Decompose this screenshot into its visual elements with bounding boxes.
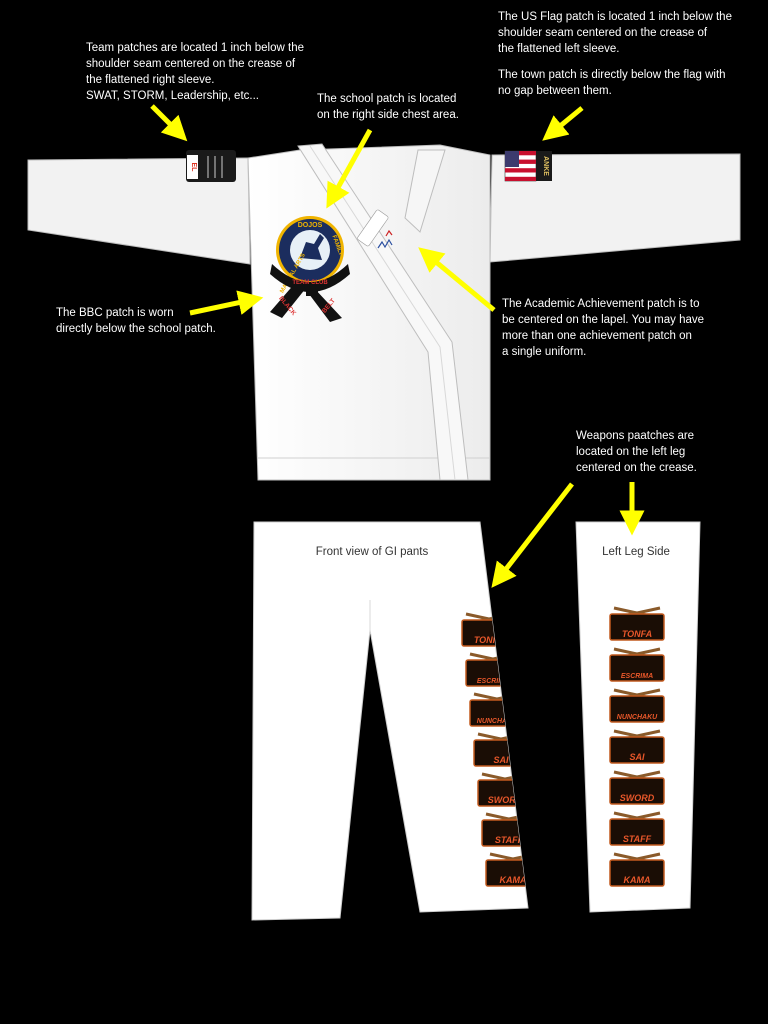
- weapon-patch-nunchaku: NUNCHAKU: [609, 688, 665, 723]
- weapon-patch-label: NUNCHAKU: [617, 714, 658, 721]
- team-patch: EL: [186, 150, 236, 182]
- weapons-note: Weapons paatches are located on the left…: [576, 430, 697, 474]
- weapon-patch-kama: KAMA: [609, 852, 665, 887]
- flag-arrow: [542, 106, 584, 141]
- town-patch-tag: ANKE: [542, 156, 549, 176]
- weapon-patch-label: TONFA: [474, 635, 504, 645]
- bbc-arrow: [189, 290, 264, 316]
- academic-achievement-patch: [357, 209, 393, 249]
- school-patch: DOJOS FAMILY MARTIAL ARTS: [276, 216, 344, 294]
- weapon-patch-label: STAFF: [495, 835, 524, 845]
- gi-jacket: EL ANKE DOJOS: [27, 143, 741, 481]
- team-arrow: [150, 104, 188, 142]
- town-patch: ANKE: [536, 151, 552, 181]
- academic-arrow: [418, 247, 496, 312]
- bbc-patch: TEAM CLUB BLACK BELT: [270, 264, 350, 322]
- weapon-patch-label: NUNCHAKU: [477, 718, 518, 725]
- flag-note: The US Flag patch is located 1 inch belo…: [498, 11, 732, 97]
- pants-front-label: Front view of GI pants: [316, 546, 429, 558]
- left-leg-label: Left Leg Side: [602, 546, 670, 558]
- weapon-patch-label: STAFF: [623, 834, 652, 844]
- callout-arrows: [150, 104, 645, 588]
- weapon-patch-tonfa: TONFA: [609, 606, 665, 641]
- team-note: Team patches are located 1 inch below th…: [86, 42, 304, 102]
- weapon-patch-sai: SAI: [609, 729, 665, 764]
- weapon-patch-label: KAMA: [500, 875, 527, 885]
- bbc-patch-band: TEAM CLUB: [292, 280, 328, 286]
- school-patch-top: DOJOS: [298, 222, 323, 229]
- weapon-patch-label: TONFA: [622, 629, 652, 639]
- school-arrow: [326, 128, 373, 209]
- weapon-patch-label: SWORD: [488, 795, 523, 805]
- team-patch-tag: EL: [190, 163, 197, 173]
- weapon-patch-label: SWORD: [620, 793, 655, 803]
- side-weapons-patches: TONFA ESCRIMA NUNCHAKU SAI SWORD STAFF KAMA: [609, 606, 665, 887]
- gi-pants-left-leg: Left Leg Side TONFA ESCRIMA NUNCHAKU SAI SWO…: [575, 521, 701, 913]
- weapon-patch-label: ESCRIMA: [621, 673, 653, 680]
- flag-patch: [504, 150, 537, 182]
- academic-note: The Academic Achievement patch is to be …: [502, 298, 705, 358]
- weapons-front-arrow: [491, 482, 574, 588]
- weapon-patch-label: SAI: [493, 755, 509, 765]
- weapon-patch-staff: STAFF: [609, 811, 665, 846]
- weapon-patch-sword: SWORD: [609, 770, 665, 805]
- jacket-lapel-back: [404, 149, 446, 233]
- bbc-note: The BBC patch is worn directly below the…: [56, 307, 216, 335]
- weapon-patch-label: KAMA: [624, 875, 651, 885]
- weapon-patch-label: SAI: [629, 752, 645, 762]
- jacket-right-sleeve: [27, 157, 251, 265]
- jacket-left-sleeve: [489, 153, 741, 263]
- weapon-patch-escrima: ESCRIMA: [609, 647, 665, 682]
- school-note: The school patch is located on the right…: [317, 93, 459, 121]
- weapon-patch-label: ESCRIMA: [477, 678, 509, 685]
